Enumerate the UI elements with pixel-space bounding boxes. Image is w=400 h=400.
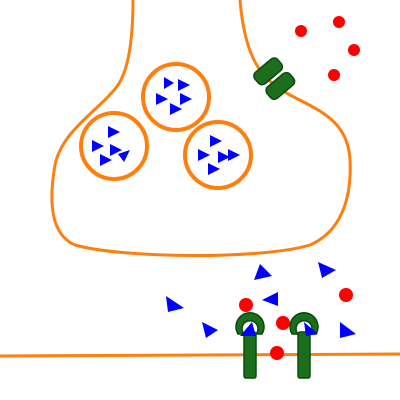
receptor-stem — [243, 331, 257, 379]
ion-channel-subunit — [265, 71, 296, 101]
external-ions — [295, 16, 360, 81]
ion-icon — [348, 44, 360, 56]
receptor-icon — [235, 312, 265, 379]
neurotransmitter-icon — [340, 322, 356, 338]
ion-icon — [276, 316, 290, 330]
ion-icon — [333, 16, 345, 28]
neurotransmitter-icon — [110, 144, 122, 156]
vesicle — [183, 120, 253, 190]
postsynaptic-membrane — [0, 352, 400, 358]
vesicle-membrane — [141, 62, 211, 132]
neurotransmitter-icon — [198, 149, 210, 161]
neurotransmitter-icon — [304, 322, 318, 336]
ion-icon — [339, 288, 353, 302]
neurotransmitter-icon — [240, 322, 256, 336]
cleft-neurotransmitters — [166, 262, 356, 338]
neurotransmitter-icon — [118, 150, 130, 162]
ion-channel-icon — [253, 57, 296, 101]
neurotransmitter-icon — [202, 322, 218, 338]
ion-icon — [328, 69, 340, 81]
ion-channel-subunit — [253, 57, 284, 86]
receptor-binding-site — [235, 312, 265, 335]
vesicle-neurotransmitters — [198, 135, 240, 175]
neurotransmitter-icon — [180, 93, 192, 105]
presynaptic-terminal-membrane — [50, 0, 352, 257]
neurotransmitter-icon — [156, 93, 168, 105]
neurotransmitter-icon — [108, 126, 120, 138]
neurotransmitter-icon — [100, 154, 112, 166]
ion-icon — [295, 25, 307, 37]
vesicle-neurotransmitters — [92, 126, 130, 166]
vesicle — [141, 62, 211, 132]
vesicle — [79, 111, 149, 181]
neurotransmitter-icon — [208, 163, 220, 175]
neurotransmitter-icon — [92, 140, 104, 152]
cleft-ions — [239, 288, 353, 360]
neurotransmitter-icon — [166, 296, 184, 312]
neurotransmitter-icon — [164, 77, 174, 89]
vesicle-neurotransmitters — [156, 77, 192, 115]
neurotransmitter-icon — [262, 292, 278, 306]
receptor-stem — [297, 331, 311, 379]
receptor-icon — [289, 312, 319, 379]
neurotransmitter-icon — [178, 79, 190, 91]
ion-icon — [239, 298, 253, 312]
neurotransmitter-icon — [170, 103, 182, 115]
neurotransmitter-icon — [254, 264, 272, 280]
neurotransmitter-icon — [218, 151, 230, 163]
ion-icon — [270, 346, 284, 360]
neurotransmitter-icon — [228, 149, 240, 161]
neurotransmitter-icon — [210, 135, 222, 147]
neurotransmitter-icon — [318, 262, 336, 278]
